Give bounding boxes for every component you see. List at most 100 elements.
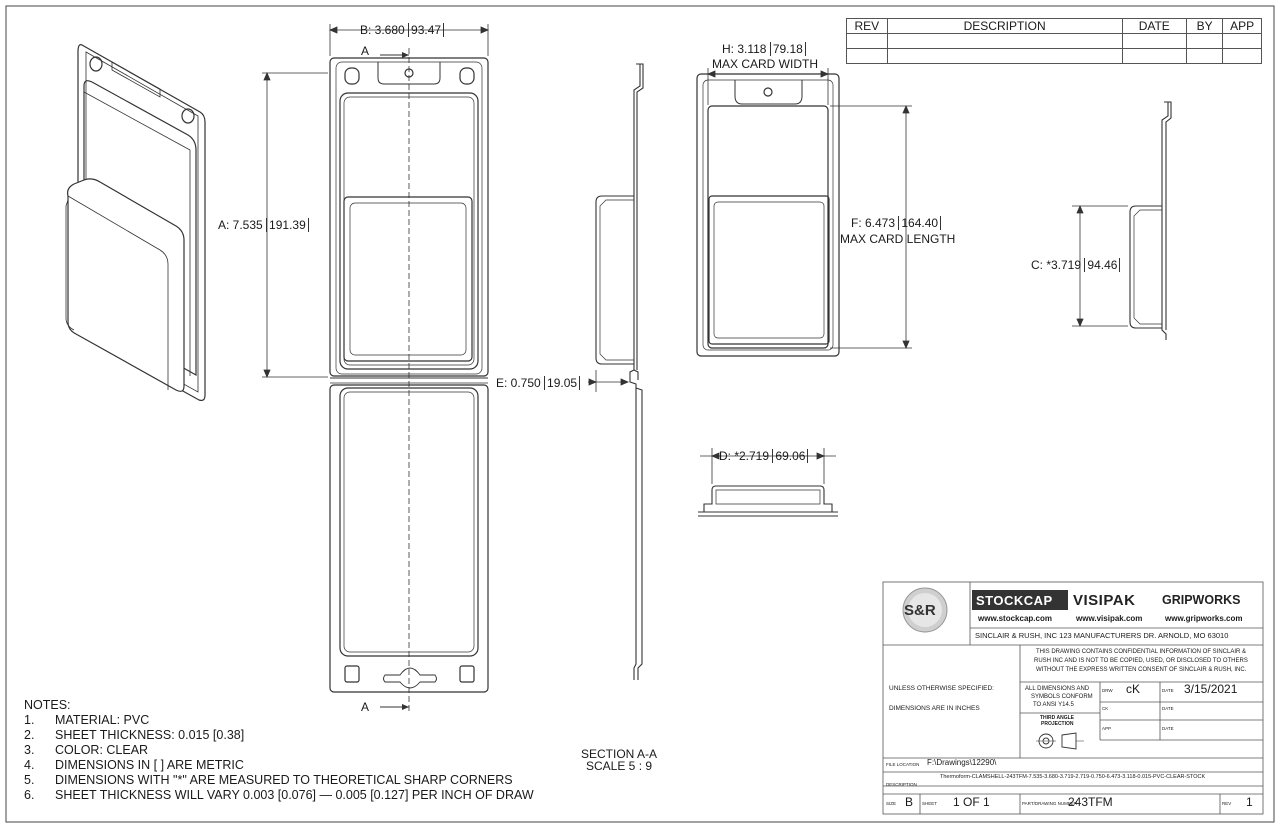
dimension-f-sublabel: MAX CARD LENGTH (840, 232, 956, 246)
dimension-a-lines (262, 71, 328, 379)
size-value: B (905, 795, 914, 809)
dimension-a-value: A: 7.535 (218, 218, 263, 232)
dimension-h-label: H: 3.118 79.18 (722, 42, 806, 56)
date-header: DATE (1121, 18, 1187, 34)
unless-specified: UNLESS OTHERWISE SPECIFIED: (889, 685, 994, 692)
revision-row (846, 48, 1262, 64)
note-text: SHEET THICKNESS: 0.015 [0.38] (55, 728, 245, 742)
sheet-label: SHEET (922, 801, 938, 806)
note-item: 2.SHEET THICKNESS: 0.015 [0.38] (24, 728, 534, 743)
section-marker-top: A (361, 44, 370, 58)
confidential-line-2: RUSH INC AND IS NOT TO BE COPIED, USED, … (1034, 658, 1248, 664)
dimension-a-label: A: 7.535 191.39 (218, 218, 309, 232)
dimension-e-label: E: 0.750 19.05 (496, 376, 581, 390)
sr-logo-text: S&R (904, 602, 936, 619)
dimension-e-lines (588, 370, 630, 392)
dimension-a-metric: 191.39 (266, 218, 309, 232)
revision-table: REV DESCRIPTION DATE BY APP (846, 18, 1262, 64)
third-angle-projection-icon (1036, 732, 1084, 750)
by-header: BY (1185, 18, 1224, 34)
right-side-view (1129, 101, 1172, 340)
third-angle-line-1: THIRD ANGLE (1040, 715, 1074, 721)
revision-row (846, 33, 1262, 49)
conform-line-1: ALL DIMENSIONS AND (1025, 686, 1090, 692)
note-text: SHEET THICKNESS WILL VARY 0.003 [0.076] … (55, 788, 534, 802)
date-value: 3/15/2021 (1184, 682, 1238, 696)
conform-line-2: SYMBOLS CONFORM (1031, 694, 1093, 700)
dimension-h-lines (702, 68, 834, 105)
third-angle-line-2: PROJECTION (1041, 721, 1074, 727)
description-label: DESCRIPTION (886, 782, 917, 787)
card-view (696, 73, 840, 357)
dimension-d-metric: 69.06 (772, 449, 809, 463)
check-label: CK (1102, 706, 1109, 711)
notes-block: NOTES: 1. MATERIAL: PVC 2.SHEET THICKNESS… (24, 698, 534, 803)
section-title: SECTION A-A (581, 747, 658, 761)
dimension-b-lines (328, 24, 490, 56)
dimension-d-lines (700, 448, 836, 484)
company-line: SINCLAIR & RUSH, INC 123 MANUFACTURERS D… (975, 631, 1229, 640)
dimension-f-metric: 164.40 (898, 216, 942, 230)
section-marker-bottom: A (361, 700, 370, 714)
section-view (595, 63, 644, 680)
section-scale: SCALE 5 : 9 (586, 759, 653, 773)
note-number: 1. (24, 713, 35, 727)
stockcap-logo: STOCKCAP (976, 593, 1053, 608)
dimension-c-metric: 94.46 (1084, 258, 1121, 272)
description-header: DESCRIPTION (886, 18, 1123, 34)
approval-label: APP (1102, 726, 1112, 731)
conform-line-3: TO ANSI Y14.5 (1033, 702, 1074, 708)
sheet-border (5, 5, 1275, 823)
rev-value: 1 (1246, 795, 1253, 809)
dimension-f-lines (830, 104, 912, 350)
dimension-h-value: H: 3.118 (722, 42, 767, 56)
note-item: 3. COLOR: CLEAR (24, 743, 534, 758)
check-date-label: DATE (1162, 706, 1174, 711)
note-text: MATERIAL: PVC (55, 713, 150, 727)
dimension-e-metric: 19.05 (544, 376, 581, 390)
note-item: 4. DIMENSIONS IN [ ] ARE METRIC (24, 758, 534, 773)
dimension-c-label: C: *3.719 94.46 (1031, 258, 1121, 272)
note-number: 3. (24, 743, 35, 757)
note-number: 4. (24, 758, 35, 772)
dimension-f-value: F: 6.473 (851, 216, 896, 230)
part-number-label: PART/DRAWING NUMBER (1022, 801, 1078, 806)
note-text: DIMENSIONS WITH "*" ARE MEASURED TO THEO… (55, 773, 513, 787)
dimension-h-sublabel: MAX CARD WIDTH (712, 57, 818, 71)
stockcap-url: www.stockcap.com (978, 614, 1052, 623)
rev-header: REV (846, 18, 888, 34)
file-location-label: FILE LOCATION (886, 762, 920, 767)
title-block-frame (882, 581, 1264, 815)
visipak-url: www.visipak.com (1076, 614, 1143, 623)
note-item: 6. SHEET THICKNESS WILL VARY 0.003 [0.076… (24, 788, 534, 803)
isometric-view (65, 44, 206, 402)
notes-title: NOTES: (24, 698, 71, 712)
size-label: SIZE (886, 801, 897, 806)
sr-logo (902, 587, 948, 633)
visipak-logo: VISIPAK (1073, 592, 1136, 609)
dimension-b-label: B: 3.680 93.47 (360, 23, 445, 37)
drawn-value: cK (1126, 682, 1141, 696)
gripworks-url: www.gripworks.com (1165, 614, 1243, 623)
part-number-value: 243TFM (1068, 795, 1113, 809)
dimension-b-metric: 93.47 (408, 23, 445, 37)
confidential-line-3: WITHOUT THE EXPRESS WRITTEN CONSENT OF S… (1036, 667, 1247, 673)
gripworks-logo: GRIPWORKS (1162, 593, 1241, 607)
dimension-e-value: E: 0.750 (496, 376, 541, 390)
note-number: 6. (24, 788, 35, 802)
confidential-line-1: THIS DRAWING CONTAINS CONFIDENTIAL INFOR… (1036, 649, 1247, 655)
dimension-b-value: B: 3.680 (360, 23, 405, 37)
note-item: 5. DIMENSIONS WITH "*" ARE MEASURED TO TH… (24, 773, 534, 788)
approval-date-label: DATE (1162, 726, 1174, 731)
note-text: COLOR: CLEAR (55, 743, 149, 757)
description-value: Thermoform-CLAMSHELL-243TFM-7.535-3.680-… (940, 774, 1206, 780)
dimension-c-value: C: *3.719 (1031, 258, 1082, 272)
dimension-c-lines (1072, 204, 1128, 328)
dimension-h-metric: 79.18 (769, 42, 806, 56)
note-number: 5. (24, 773, 35, 787)
note-text: DIMENSIONS IN [ ] ARE METRIC (55, 758, 244, 772)
dimension-d-value: D: *2.719 (719, 449, 770, 463)
app-header: APP (1222, 18, 1262, 34)
dimension-f-label: F: 6.473 164.40 (851, 216, 942, 230)
